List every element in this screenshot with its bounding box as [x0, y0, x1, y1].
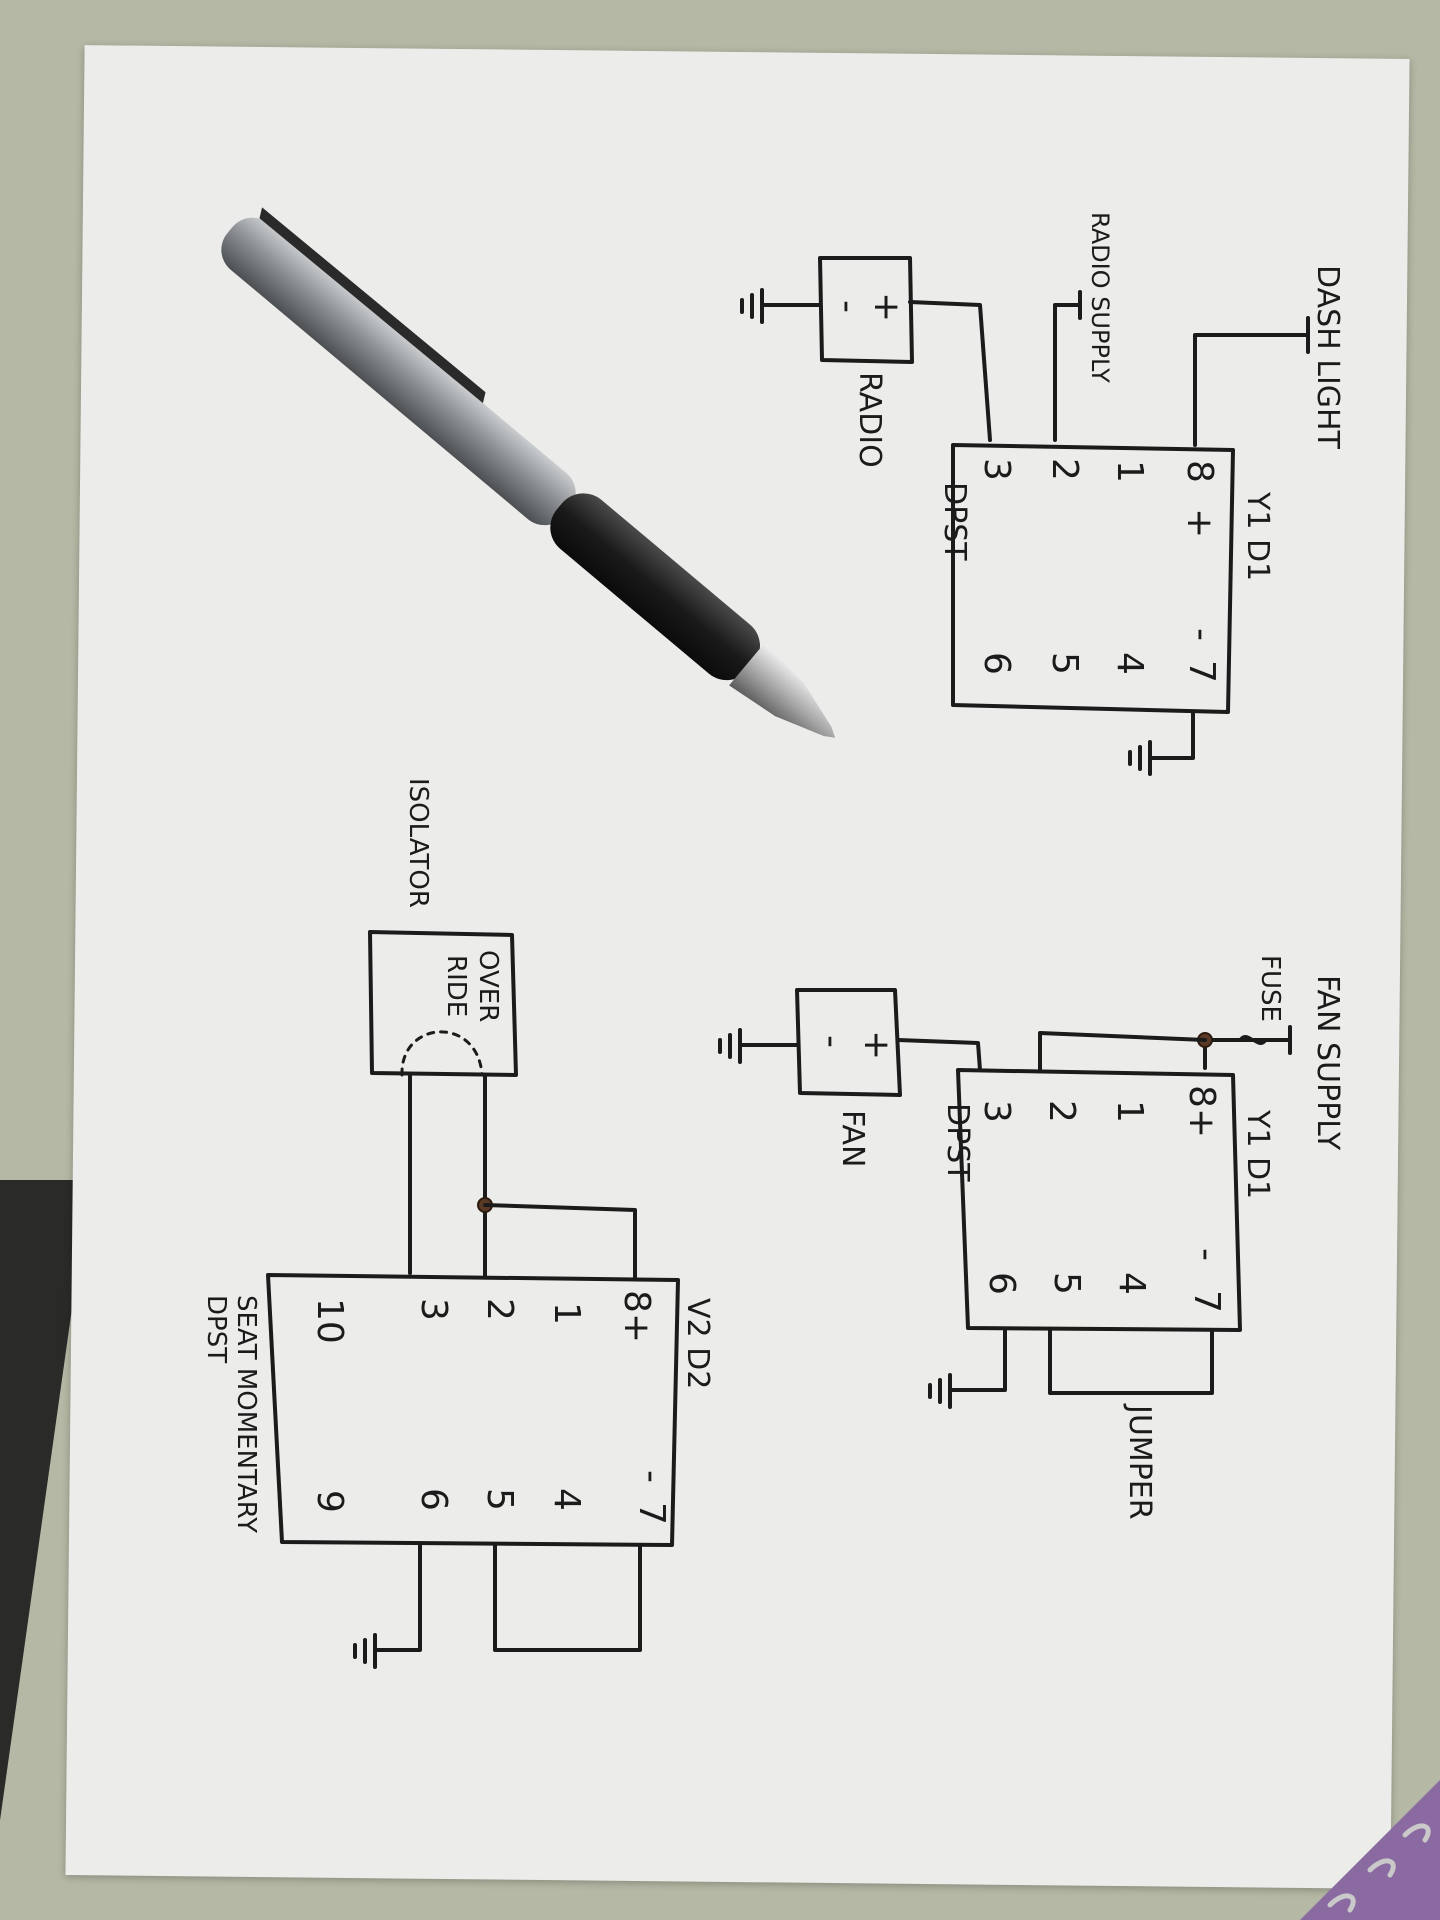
pin-4: 4 — [546, 1488, 587, 1511]
jumper-wire — [1048, 1328, 1214, 1395]
model-label-1: Y1 D1 — [1240, 491, 1275, 581]
pin-6: 6 — [976, 652, 1017, 675]
radio-minus: - — [827, 300, 868, 313]
pin-10: 10 — [309, 1298, 350, 1344]
pen — [221, 207, 836, 738]
radio-supply-label: RADIO SUPPLY — [1086, 212, 1114, 383]
pen-tip — [729, 642, 836, 738]
pin8-link-wire — [483, 1203, 637, 1280]
pen-barrel — [221, 217, 576, 526]
pin-7: 7 — [1181, 660, 1222, 683]
jumper-loop-3 — [493, 1543, 642, 1652]
override-label-2: RIDE — [441, 955, 471, 1017]
model-label-2: Y1 D1 — [1240, 1109, 1275, 1199]
fan-supply-label: FAN SUPPLY — [1310, 975, 1345, 1151]
fuse-symbol — [1238, 1035, 1268, 1045]
pin-3: 3 — [976, 458, 1017, 481]
dash-light-label: DASH LIGHT — [1310, 265, 1345, 450]
pin-5: 5 — [1044, 652, 1085, 675]
pin-1: 1 — [1109, 1100, 1150, 1123]
radio-wire — [908, 300, 992, 442]
seat-momentary-label: SEAT MOMENTARY — [231, 1295, 261, 1533]
pin-8: 8 — [1179, 460, 1220, 483]
pin-1: 1 — [546, 1302, 587, 1325]
pin-plus: + — [1179, 508, 1220, 538]
pin-5: 5 — [479, 1488, 520, 1511]
pin-3: 3 — [976, 1100, 1017, 1123]
fan-minus: - — [811, 1035, 852, 1048]
fuse-label: FUSE — [1255, 955, 1285, 1022]
model-label-3: V2 D2 — [680, 1298, 715, 1389]
pin-minus: - — [1181, 628, 1222, 641]
radio-supply-wire — [1053, 290, 1082, 442]
pin-4: 4 — [1109, 652, 1150, 675]
pen-clip — [259, 207, 486, 404]
pin6-ground — [928, 1328, 1007, 1409]
dpst-label-1: DPST — [937, 482, 972, 561]
pin-6: 6 — [413, 1488, 454, 1511]
pin7-ground — [1128, 710, 1195, 776]
override-label-1: OVER — [473, 950, 503, 1022]
pin-2: 2 — [479, 1298, 520, 1321]
jumper-label: JUMPER — [1122, 1403, 1157, 1520]
pin9-ground — [353, 1543, 422, 1669]
radio-label: RADIO — [852, 372, 887, 468]
fan-box — [795, 988, 902, 1097]
pin-3: 3 — [413, 1298, 454, 1321]
relay-3-pins: 8+ 1 2 3 10 - 7 4 5 6 9 — [309, 1290, 672, 1525]
relay-2-pins: 8+ 1 2 3 - 7 4 5 6 — [976, 1085, 1227, 1313]
radio-ground — [740, 288, 822, 324]
relay-1-pins: 8 + 1 2 3 - 7 4 5 6 — [976, 458, 1222, 683]
pin-7: 7 — [631, 1502, 672, 1525]
pin-9: 9 — [309, 1490, 350, 1513]
dpst-label-3: DPST — [201, 1295, 231, 1363]
relay-box-2 — [956, 1068, 1242, 1332]
isolator-label: ISOLATOR — [403, 778, 433, 908]
fan-plus: + — [856, 1030, 897, 1060]
pin-minus: - — [1186, 1248, 1227, 1261]
pen-grip — [550, 493, 761, 681]
pin-2: 2 — [1041, 1100, 1082, 1123]
pin-6: 6 — [981, 1272, 1022, 1295]
relay-box-3 — [266, 1273, 680, 1547]
notebook-corner — [1300, 1780, 1440, 1920]
dash-light-wire — [1193, 316, 1310, 447]
diagram-dash-light: DASH LIGHT RADIO SUPPLY RADIO DPST Y1 D1… — [740, 212, 1345, 776]
pin-1: 1 — [1109, 460, 1150, 483]
fan-ground — [718, 1028, 799, 1064]
override-box — [368, 930, 518, 1077]
pin-4: 4 — [1111, 1272, 1152, 1295]
pin-minus: - — [631, 1470, 672, 1483]
override-dashed-arc — [400, 1030, 484, 1077]
diagram-seat-override: ISOLATOR OVER RIDE V2 D2 SEAT MOMENTARY … — [201, 778, 715, 1669]
pin-5: 5 — [1046, 1272, 1087, 1295]
dpst-label-2: DPST — [940, 1103, 975, 1182]
pin-2: 2 — [1044, 458, 1085, 481]
diagram-fan: FAN SUPPLY FUSE FAN DPST Y1 D1 JUMPER + … — [718, 955, 1345, 1520]
relay-box-1 — [951, 443, 1235, 714]
pin-7: 7 — [1186, 1290, 1227, 1313]
fan-supply-wire — [1203, 1025, 1292, 1070]
fan-label: FAN — [835, 1110, 870, 1167]
fan-wire — [896, 1038, 982, 1072]
radio-plus: + — [866, 292, 907, 322]
pin-8plus: 8+ — [1181, 1085, 1222, 1138]
pin-8plus: 8+ — [616, 1290, 657, 1343]
pin2-supply-wire — [1038, 1031, 1207, 1072]
radio-box — [818, 256, 914, 364]
